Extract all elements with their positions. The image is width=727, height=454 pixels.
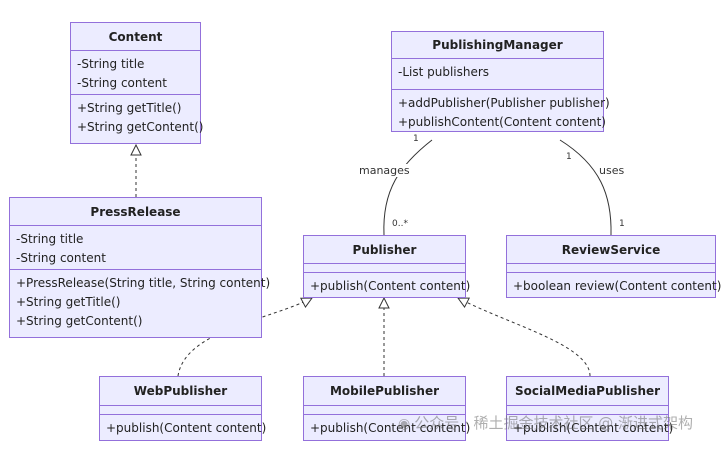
method: +String getContent() [16,314,143,328]
edge-label-uses: uses [599,164,625,177]
association-edge-manages [383,139,433,236]
class-name: SocialMediaPublisher [507,377,668,406]
class-publishingmanager[interactable]: PublishingManager -List publishers +addP… [391,31,610,132]
method: +PressRelease(String title, String conte… [16,276,271,290]
association-edge-uses [559,139,612,236]
attribute: -String content [77,76,167,90]
method: +String getContent() [77,120,204,134]
realization-edge-socialmediapublisher [458,298,591,377]
attribute: -String title [77,57,145,71]
class-name: PressRelease [10,198,261,226]
class-name: ReviewService [507,236,715,264]
method: +publish(Content content) [106,421,267,435]
attribute: -List publishers [398,65,490,79]
watermark-text: 公众号 · 稀土掘金技术社区 @ 渐进式架构 [414,414,694,432]
method: +boolean review(Content content) [513,279,722,293]
class-webpublisher[interactable]: WebPublisher +publish(Content content) [99,376,267,441]
method: +publishContent(Content content) [398,115,606,129]
class-content[interactable]: Content -String title -String content +S… [70,22,204,144]
multiplicity-manages-from: 1 [413,134,419,144]
class-name: Publisher [304,236,465,264]
method: +publish(Content content) [513,421,674,435]
attribute: -String content [16,251,106,265]
method: +addPublisher(Publisher publisher) [398,96,610,110]
class-name: PublishingManager [392,32,603,59]
multiplicity-manages-to: 0..* [392,219,408,229]
class-name: WebPublisher [100,377,261,406]
class-publisher[interactable]: Publisher +publish(Content content) [303,235,471,298]
edge-label-manages: manages [359,164,410,177]
multiplicity-uses-to: 1 [619,219,625,229]
class-name: Content [71,23,200,51]
multiplicity-uses-from: 1 [566,152,572,162]
wechat-icon: ◉ [398,416,411,432]
class-name: MobilePublisher [304,377,465,406]
method: +String getTitle() [16,295,121,309]
class-pressrelease[interactable]: PressRelease -String title -String conte… [9,197,271,338]
class-socialmediapublisher[interactable]: SocialMediaPublisher +publish(Content co… [506,376,674,441]
class-mobilepublisher[interactable]: MobilePublisher +publish(Content content… [303,376,471,441]
method: +publish(Content content) [310,421,471,435]
watermark: ◉公众号 · 稀土掘金技术社区 @ 渐进式架构 [398,412,693,433]
attribute: -String title [16,232,84,246]
method: +publish(Content content) [310,279,471,293]
method: +String getTitle() [77,101,182,115]
class-reviewservice[interactable]: ReviewService +boolean review(Content co… [506,235,722,298]
